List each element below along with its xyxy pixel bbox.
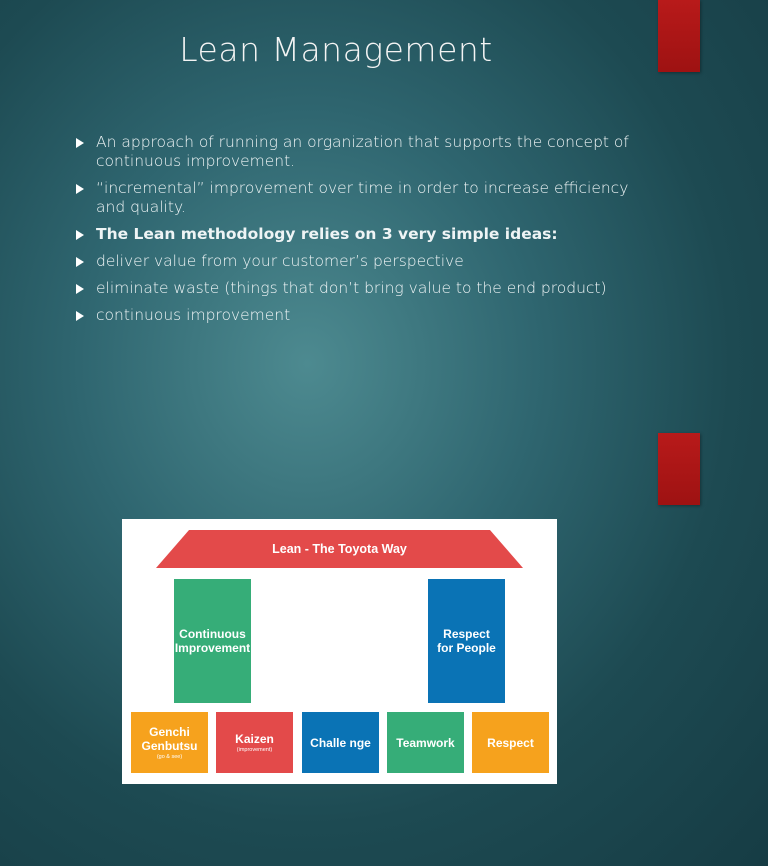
bullet-item: The Lean methodology relies on 3 very si… (76, 225, 636, 244)
bullet-item: deliver value from your customer’s persp… (76, 252, 636, 271)
foundation-block-teamwork: Teamwork (387, 712, 464, 773)
foundation-block-challenge: Challe nge (302, 712, 379, 773)
bullet-arrow-icon (76, 257, 84, 267)
block-sublabel: (improvement) (236, 746, 273, 753)
bullet-item: “incremental” improvement over time in o… (76, 179, 636, 217)
block-label-line: Genbutsu (141, 738, 198, 753)
pillar-continuous-improvement: Continuous Improvement (174, 579, 251, 703)
block-label-line: Challe nge (310, 735, 371, 750)
bullet-text: The Lean methodology relies on 3 very si… (96, 225, 558, 243)
bullet-arrow-icon (76, 184, 84, 194)
block-label-line: Respect (487, 735, 534, 750)
pillar-label-line: Improvement (174, 641, 251, 655)
pillar-label-line: Continuous (179, 627, 246, 641)
diagram-roof: Lean - The Toyota Way (156, 530, 523, 568)
bullet-item: continuous improvement (76, 306, 636, 325)
toyota-way-house-diagram: Lean - The Toyota Way Continuous Improve… (122, 519, 557, 784)
bullet-item: eliminate waste (things that don’t bring… (76, 279, 636, 298)
bullet-arrow-icon (76, 230, 84, 240)
block-sublabel: (go & see) (156, 753, 183, 760)
block-label-line: Teamwork (396, 735, 455, 750)
foundation-block-respect: Respect (472, 712, 549, 773)
decorative-red-tab-top (658, 0, 700, 72)
block-label-line: Kaizen (235, 731, 274, 746)
slide-title: Lean Management (179, 30, 493, 69)
bullet-item: An approach of running an organization t… (76, 133, 636, 171)
bullet-text: continuous improvement (96, 306, 291, 324)
decorative-red-tab-middle (658, 433, 700, 505)
bullet-text: “incremental” improvement over time in o… (96, 179, 629, 216)
bullet-text: An approach of running an organization t… (96, 133, 629, 170)
bullet-text: deliver value from your customer’s persp… (96, 252, 464, 270)
pillar-label-line: Respect (443, 627, 490, 641)
bullet-arrow-icon (76, 311, 84, 321)
bullet-arrow-icon (76, 284, 84, 294)
bullet-list: An approach of running an organization t… (76, 133, 636, 333)
bullet-text: eliminate waste (things that don’t bring… (96, 279, 607, 297)
pillar-label-line: for People (437, 641, 496, 655)
foundation-block-kaizen: Kaizen (improvement) (216, 712, 293, 773)
pillar-respect-for-people: Respect for People (428, 579, 505, 703)
foundation-block-genchi-genbutsu: Genchi Genbutsu (go & see) (131, 712, 208, 773)
bullet-arrow-icon (76, 138, 84, 148)
block-label-line: Genchi (149, 724, 190, 739)
